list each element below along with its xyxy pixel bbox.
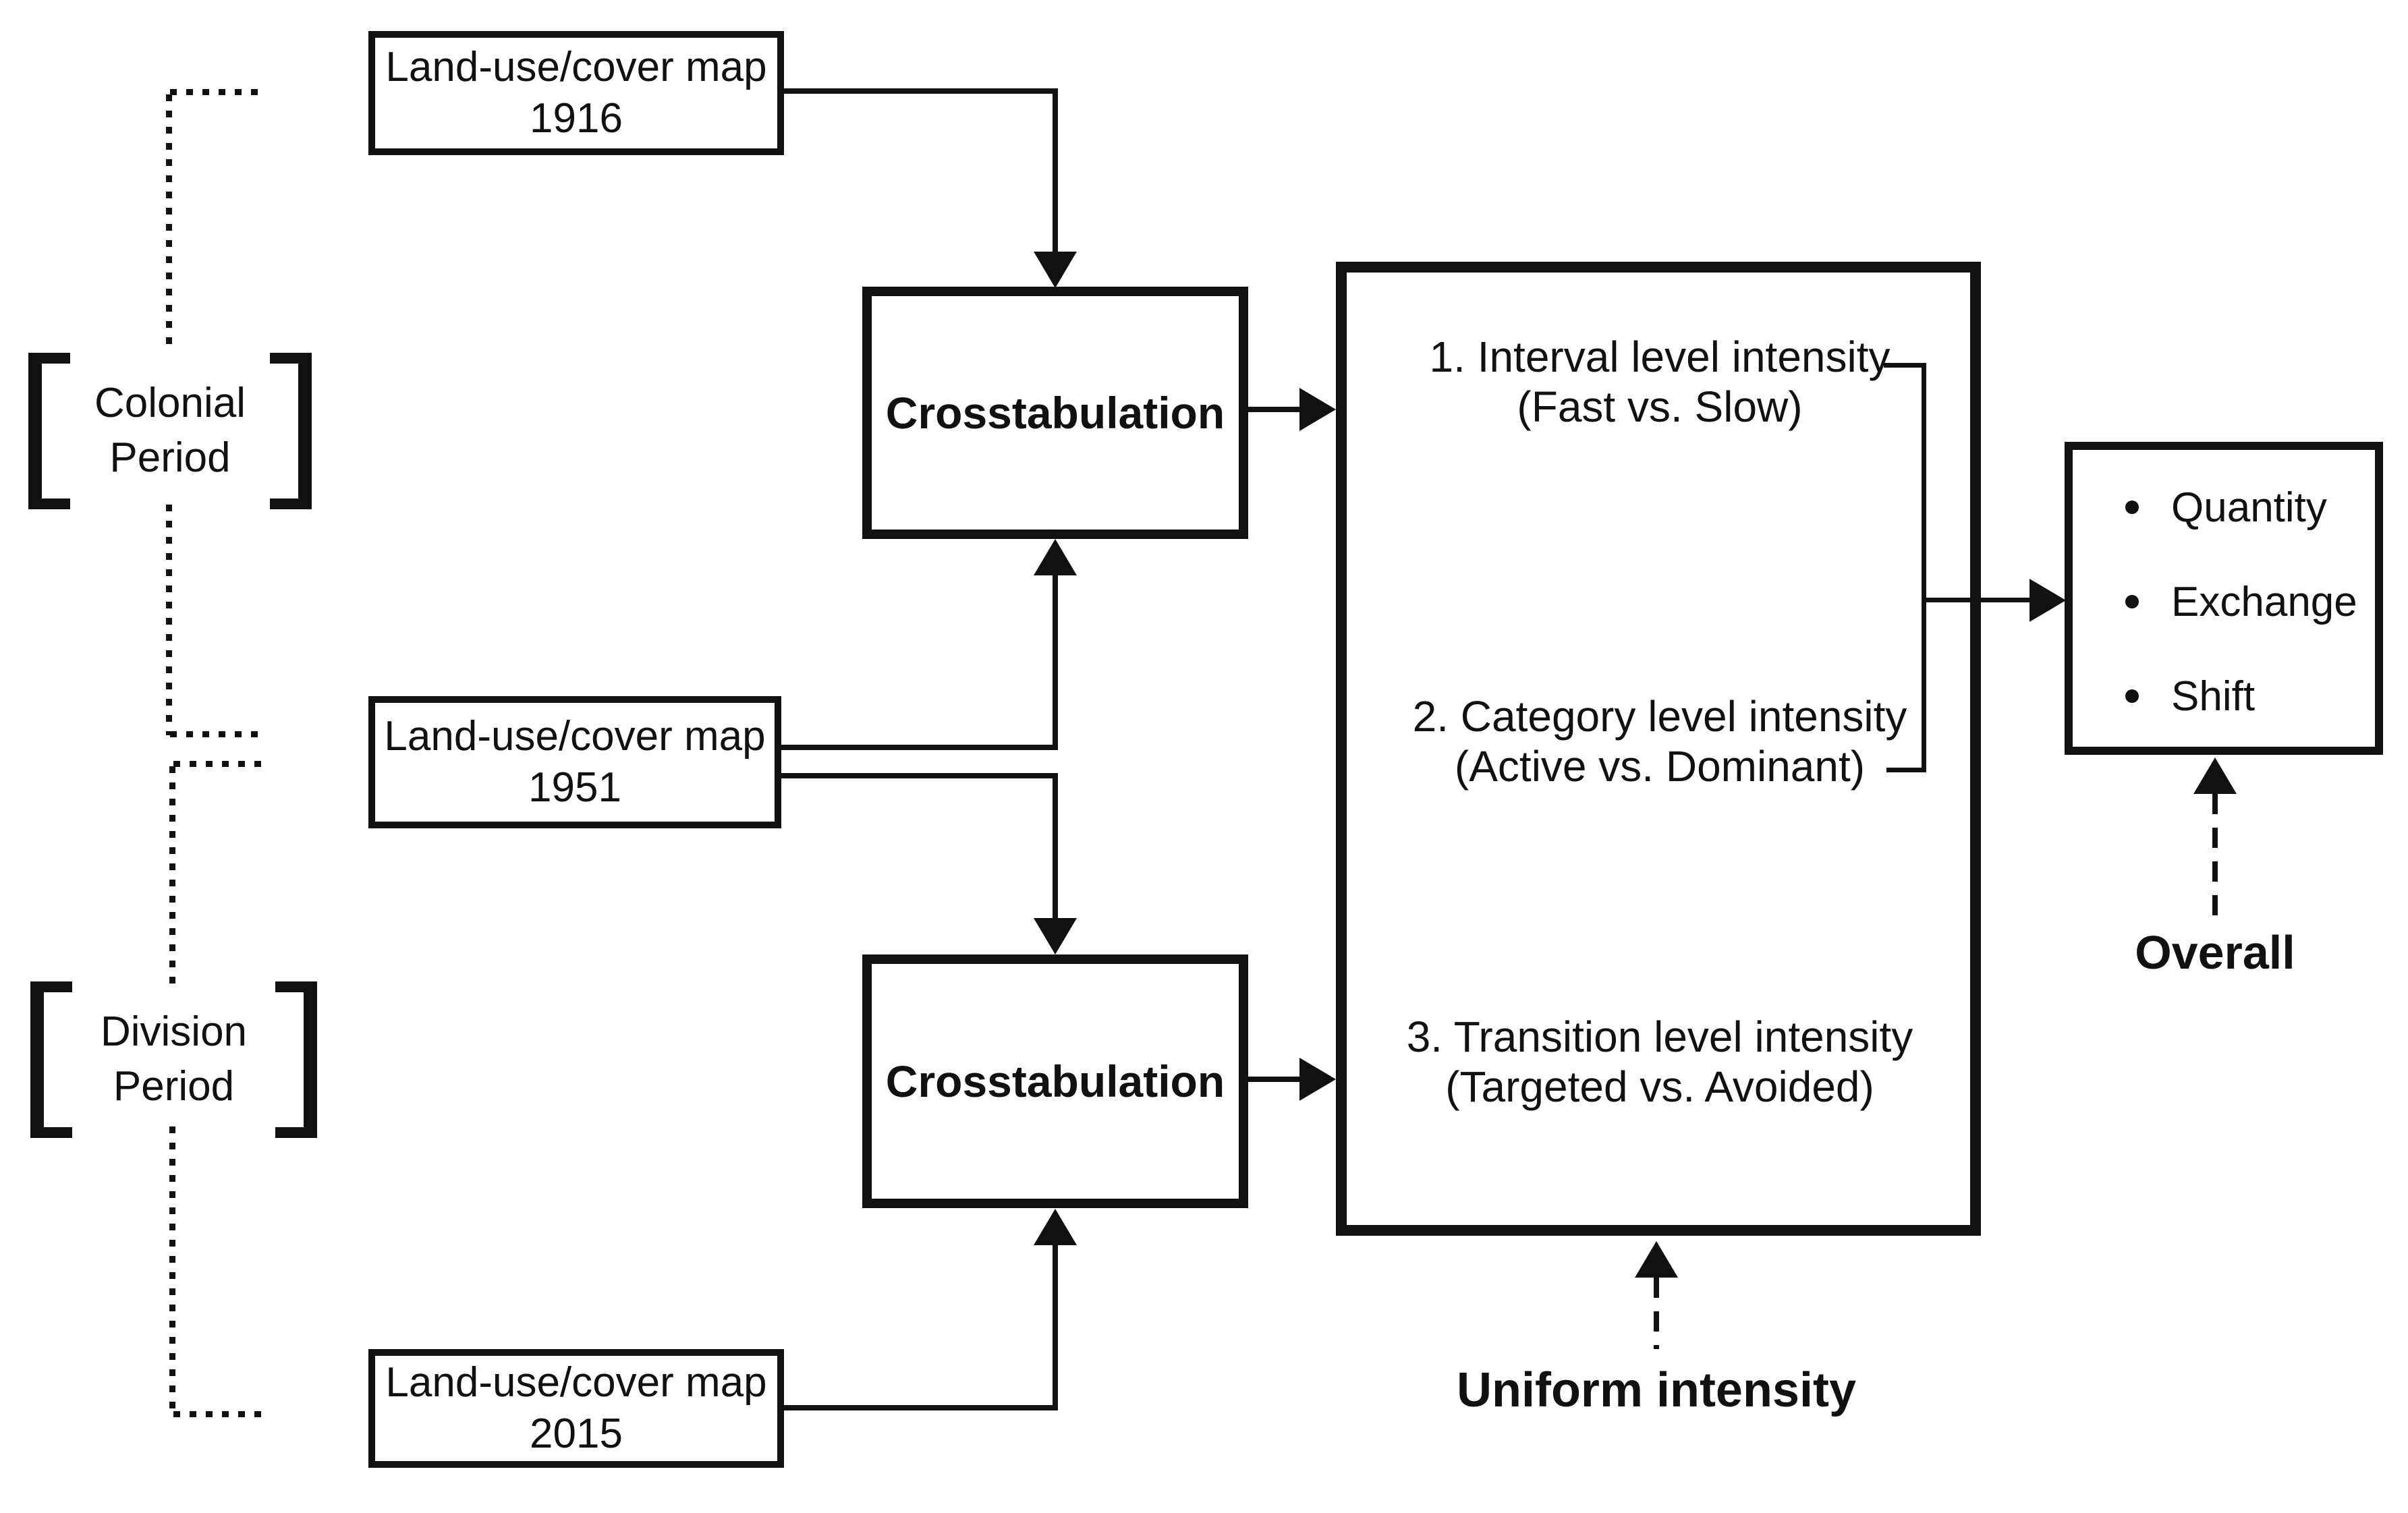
period-division-text: Division Period: [72, 1005, 275, 1114]
dotted-line-colonial-lower: [166, 505, 172, 735]
intensity-analysis-box: [1336, 262, 1981, 1236]
dotted-line-colonial-top: [170, 89, 264, 95]
dashed-line-uniform-intensity: [1654, 1278, 1659, 1349]
bullet-row-exchange: Exchange: [2125, 574, 2375, 629]
arrowhead-uniform-intensity: [1635, 1241, 1678, 1278]
intensity-item-1-title: 1. Interval level intensity: [1429, 333, 1891, 381]
map-box-1951: Land-use/cover map 1951: [368, 696, 781, 828]
uniform-intensity-label: Uniform intensity: [1456, 1363, 1857, 1417]
map-box-1916: Land-use/cover map 1916: [368, 31, 784, 155]
overall-components-box: Quantity Exchange Shift: [2065, 442, 2383, 755]
dotted-line-division-lower: [169, 1126, 175, 1417]
bracket-left-glyph: [28, 352, 70, 509]
arrowhead-into-crosstab2-top: [1034, 918, 1077, 954]
arrowhead-into-crosstab1-top: [1034, 252, 1077, 288]
crosstabulation-box-2: Crosstabulation: [862, 954, 1248, 1208]
intensity-item-1: 1. Interval level intensity (Fast vs. Sl…: [1376, 332, 1943, 432]
arrowhead-into-crosstab1-bottom: [1034, 539, 1077, 575]
line-crosstab2-to-analysis: [1248, 1077, 1306, 1082]
bracket-right-glyph: [275, 981, 317, 1138]
bracket-connector-top: [1884, 363, 1926, 368]
arrowhead-overall: [2193, 758, 2237, 794]
crosstabulation-box-1: Crosstabulation: [862, 287, 1248, 539]
intensity-item-3-subtitle: (Targeted vs. Avoided): [1445, 1062, 1874, 1112]
dotted-line-division-bottom: [173, 1411, 268, 1417]
line-1951-upper-out: [781, 745, 1058, 750]
bullet-quantity-label: Quantity: [2171, 484, 2327, 531]
intensity-item-3: 3. Transition level intensity (Targeted …: [1376, 1012, 1943, 1112]
period-colonial-line2: Period: [109, 434, 231, 481]
crosstabulation-label: Crosstabulation: [885, 388, 1225, 438]
arrowhead-into-analysis-upper: [1299, 388, 1336, 431]
map-2015-name: Land-use/cover map: [385, 1359, 767, 1406]
map-1916-year: 1916: [530, 95, 623, 142]
bullet-icon: [2125, 689, 2139, 703]
intensity-item-2: 2. Category level intensity (Active vs. …: [1376, 691, 1943, 791]
dashed-line-overall: [2212, 794, 2218, 917]
intensity-item-2-title: 2. Category level intensity: [1412, 692, 1907, 741]
period-colonial-line1: Colonial: [94, 379, 246, 426]
dotted-line-division-upper: [169, 766, 175, 989]
line-2015-up: [1053, 1244, 1058, 1410]
map-2015-year: 2015: [530, 1410, 623, 1457]
intensity-item-3-title: 3. Transition level intensity: [1406, 1012, 1913, 1061]
dotted-line-colonial-bottom: [170, 731, 264, 737]
dotted-line-division-top: [173, 761, 268, 767]
map-1916-name: Land-use/cover map: [385, 44, 767, 91]
period-division-line2: Period: [113, 1062, 235, 1110]
map-box-2015: Land-use/cover map 2015: [368, 1349, 784, 1468]
line-bracket-to-components: [1926, 598, 2034, 602]
bullet-icon: [2125, 501, 2139, 514]
period-label-division: Division Period: [30, 981, 317, 1138]
bullet-row-shift: Shift: [2125, 668, 2375, 724]
line-1951-down: [1053, 773, 1058, 919]
period-colonial-text: Colonial Period: [70, 376, 270, 485]
bracket-left-glyph: [30, 981, 72, 1138]
arrowhead-into-analysis-lower: [1299, 1058, 1336, 1101]
bullet-icon: [2125, 595, 2139, 608]
line-2015-out: [784, 1405, 1058, 1410]
bracket-connector-vertical: [1922, 363, 1926, 772]
bullet-exchange-label: Exchange: [2171, 578, 2357, 625]
crosstabulation-label: Crosstabulation: [885, 1056, 1225, 1106]
overall-label: Overall: [2135, 926, 2295, 979]
line-1916-out: [784, 88, 1058, 94]
arrowhead-into-components-box: [2029, 579, 2066, 622]
line-crosstab1-to-analysis: [1248, 407, 1306, 412]
arrowhead-into-crosstab2-bottom: [1034, 1209, 1077, 1245]
line-1951-up: [1053, 573, 1058, 750]
bullet-row-quantity: Quantity: [2125, 480, 2375, 535]
map-1951-name: Land-use/cover map: [384, 713, 766, 760]
bullet-shift-label: Shift: [2171, 673, 2256, 720]
bracket-connector-bottom: [1886, 768, 1926, 772]
period-division-line1: Division: [100, 1008, 248, 1055]
intensity-item-2-subtitle: (Active vs. Dominant): [1454, 742, 1866, 791]
line-1916-down: [1053, 88, 1058, 252]
line-1951-lower-out: [781, 773, 1058, 778]
intensity-item-1-subtitle: (Fast vs. Slow): [1517, 382, 1803, 432]
dotted-line-colonial-upper: [166, 94, 172, 344]
map-1951-year: 1951: [528, 764, 621, 811]
period-label-colonial: Colonial Period: [28, 352, 312, 509]
bracket-right-glyph: [270, 352, 312, 509]
